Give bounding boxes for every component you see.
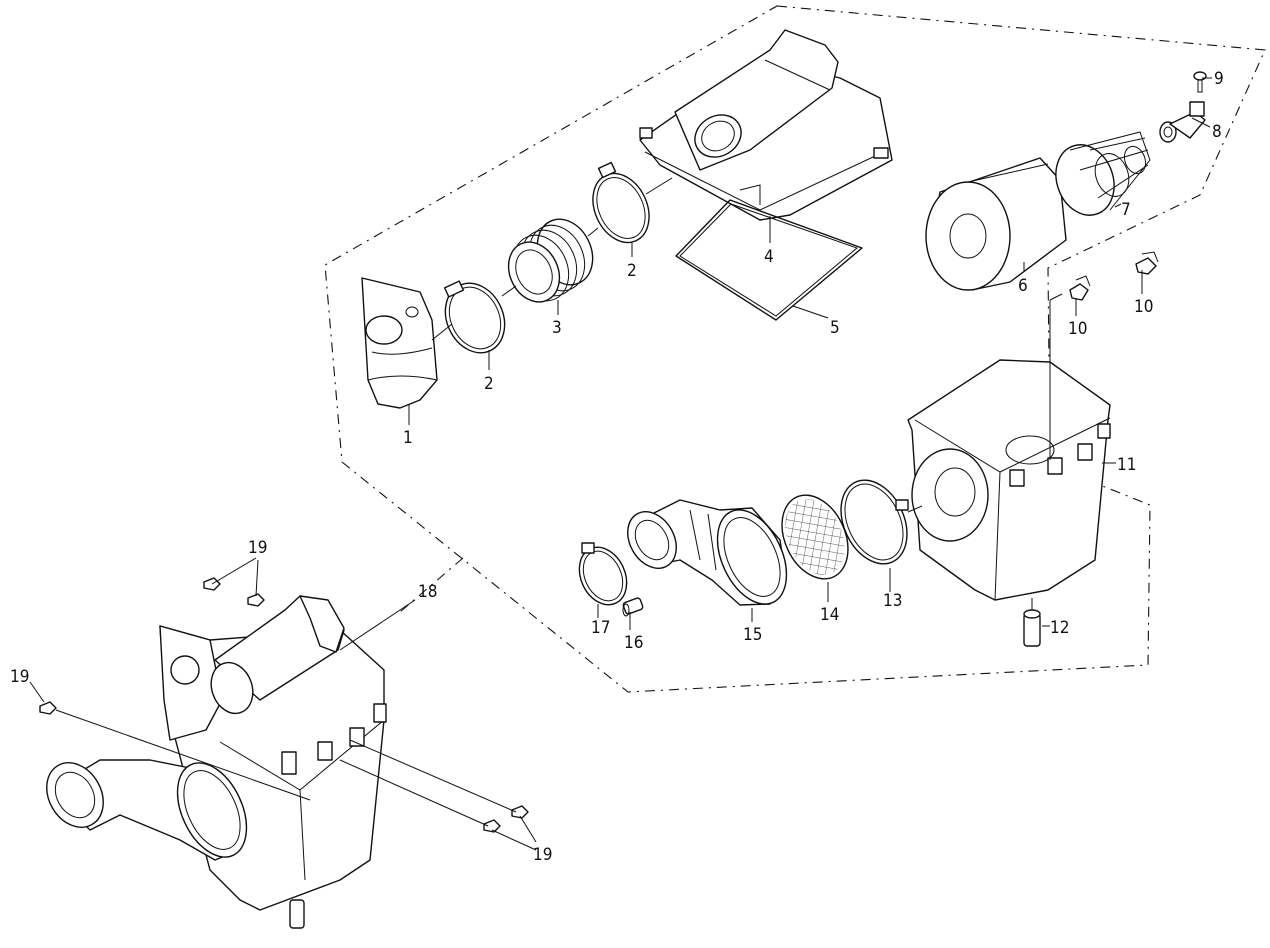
leader-lines (29, 77, 1212, 851)
assembly-reference-line (399, 557, 464, 613)
air-box-cover (639, 29, 893, 221)
callout-15: 15 (743, 625, 762, 645)
callout-17: 17 (591, 618, 610, 638)
mounting-bolt-5 (511, 805, 529, 819)
callout-7: 7 (1121, 200, 1131, 220)
mesh-screen (781, 494, 849, 580)
callout-5: 5 (830, 318, 840, 338)
callout-11: 11 (1117, 455, 1136, 475)
hose-clamp-13 (840, 479, 909, 565)
callout-labels: 1 2 2 3 4 5 6 7 8 9 10 10 11 12 13 14 15… (10, 69, 1224, 865)
air-box-housing (907, 359, 1111, 601)
air-intake-duct (361, 277, 438, 409)
callout-9: 9 (1214, 69, 1224, 89)
callout-10-left: 10 (1068, 319, 1087, 339)
callout-18: 18 (418, 582, 437, 602)
callout-16: 16 (624, 633, 643, 653)
hose-clamp-lower (443, 280, 506, 354)
callout-3: 3 (552, 318, 562, 338)
callout-2-lower: 2 (484, 374, 494, 394)
drain-tube (1023, 598, 1041, 647)
hose-clamp-17 (578, 542, 628, 606)
bellows-connector-hose (507, 218, 594, 303)
filter-support-cage (1055, 131, 1151, 216)
callout-19-top: 19 (248, 538, 267, 558)
air-cleaner-assembly (46, 595, 387, 929)
callout-12: 12 (1050, 618, 1069, 638)
nipple-fitting (622, 597, 644, 617)
mounting-bolt-4 (483, 819, 501, 833)
callout-8: 8 (1212, 122, 1222, 142)
spring-clip-left (1069, 275, 1091, 301)
callout-13: 13 (883, 591, 902, 611)
bolt (1193, 71, 1207, 93)
callout-4: 4 (764, 247, 774, 267)
mounting-bolt-3 (39, 701, 57, 715)
callout-1: 1 (403, 428, 413, 448)
exploded-view-boundary (324, 5, 1266, 693)
callout-2-upper: 2 (627, 261, 637, 281)
callout-6: 6 (1018, 276, 1028, 296)
callout-19-bottom: 19 (533, 845, 552, 865)
hose-clamp-upper (592, 161, 650, 244)
cover-seal-gasket (675, 199, 863, 321)
callout-10-right: 10 (1134, 297, 1153, 317)
spring-clip-right (1135, 251, 1159, 275)
cage-retainer-bracket (1159, 101, 1206, 143)
outlet-elbow-hose (627, 499, 788, 606)
callout-19-left: 19 (10, 667, 29, 687)
air-filter-element (925, 157, 1067, 291)
callout-14: 14 (820, 605, 839, 625)
